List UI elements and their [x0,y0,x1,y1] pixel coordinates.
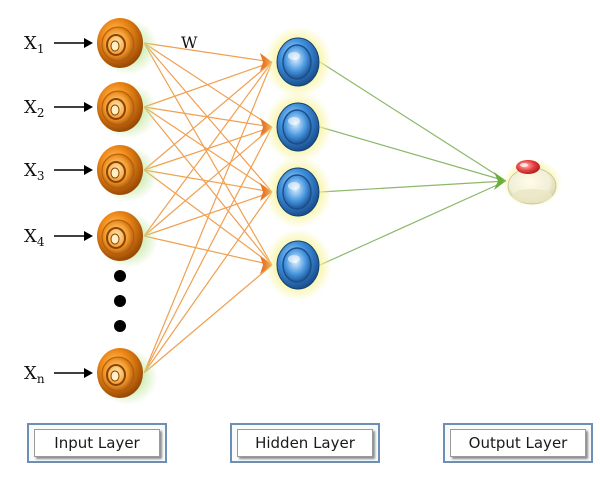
connection [143,42,273,266]
ellipsis-dots [114,270,126,332]
input-label: X2 [24,97,44,120]
connection [143,191,273,374]
connection [143,191,273,237]
ellipsis-dot [114,270,126,282]
connection [143,61,273,374]
connection [143,106,273,266]
connection [143,42,273,63]
input-arrowhead [84,231,93,241]
input-node [97,348,158,405]
connection [143,106,273,128]
input-label: X4 [24,226,45,249]
connection [143,61,273,171]
output-node [502,159,562,207]
input-label: X1 [24,33,44,56]
ellipsis-dot [114,320,126,332]
connection [143,126,273,374]
hidden-output-connections [319,61,507,266]
input-arrowhead [84,102,93,112]
hidden-node [264,229,332,301]
connection [319,126,507,182]
connection [143,264,273,374]
connection [143,61,273,108]
connection [319,180,507,266]
input-hidden-connections [143,42,273,374]
input-nodes [97,18,158,405]
input-node [97,145,158,202]
input-arrowhead [84,368,93,378]
hidden-node [264,26,332,98]
arrowhead [494,172,506,190]
input-layer-label: Input Layer [34,429,160,457]
output-layer-label: Output Layer [450,429,586,457]
connection [319,180,507,193]
hidden-layer-box: Hidden Layer [230,423,380,463]
weight-label: W [181,33,198,52]
input-node [97,18,158,75]
input-arrowhead [84,165,93,175]
input-label: X3 [24,160,44,183]
input-label: Xn [24,363,45,386]
hidden-nodes [264,26,332,301]
hidden-layer-label: Hidden Layer [237,429,373,457]
hidden-node [264,91,332,163]
hidden-node [264,156,332,228]
connection [143,61,273,237]
input-node [97,82,158,139]
input-arrowhead [84,38,93,48]
connection [319,61,507,182]
input-layer-box: Input Layer [27,423,167,463]
ellipsis-dot [114,295,126,307]
output-layer-box: Output Layer [443,423,593,463]
input-node [97,211,158,268]
connection [143,126,273,237]
